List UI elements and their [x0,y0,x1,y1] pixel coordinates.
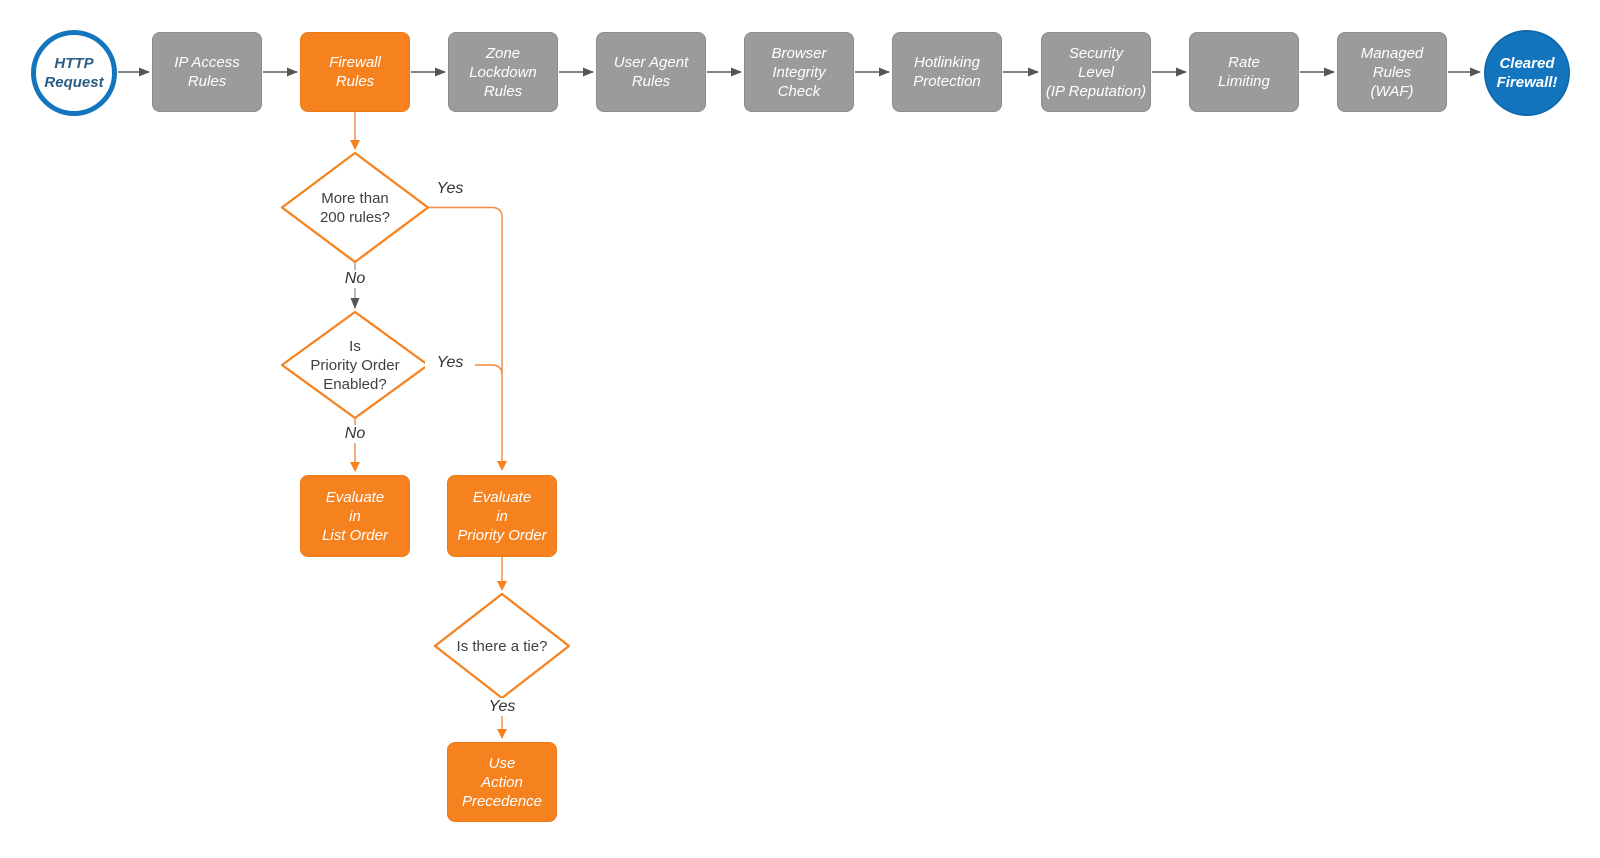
action-use-action-precedence: Use Action Precedence [447,742,557,822]
arrow-decision2-yes-merge [428,364,503,376]
edge-label-no-decision1: No [330,270,380,288]
stage-browser-integrity-check: Browser Integrity Check [744,32,854,112]
action-evaluate-in-list-order: Evaluate in List Order [300,475,410,557]
decision-priority-order-enabled: Is Priority Order Enabled? [310,337,400,393]
stage-zone-lockdown-rules: Zone Lockdown Rules [448,32,558,112]
decision1-diamond-outline [280,151,430,264]
stage-user-agent-rules: User Agent Rules [596,32,706,112]
action-evaluate-in-priority-order: Evaluate in Priority Order [447,475,557,557]
stage-rate-limiting: Rate Limiting [1189,32,1299,112]
decision-is-there-a-tie: Is there a tie? [456,637,548,655]
edge-label-yes-decision2: Yes [425,354,475,372]
stage-security-level-ip-reputation: Security Level (IP Reputation) [1041,32,1151,112]
edge-label-yes-decision3: Yes [477,698,527,716]
stage-ip-access-rules: IP Access Rules [152,32,262,112]
decision-more-than-200-rules: More than 200 rules? [319,189,391,226]
arrow-decision1-yes-to-priority-order [428,206,507,471]
edge-label-no-decision2: No [330,425,380,443]
decision2-diamond-outline [280,310,430,420]
end-node-cleared-firewall: Cleared Firewall! [1484,30,1570,116]
edge-label-yes-decision1: Yes [436,180,464,197]
start-node-http-request: HTTP Request [31,30,117,116]
stage-firewall-rules: Firewall Rules [300,32,410,112]
stage-managed-rules-waf: Managed Rules (WAF) [1337,32,1447,112]
stage-hotlinking-protection: Hotlinking Protection [892,32,1002,112]
